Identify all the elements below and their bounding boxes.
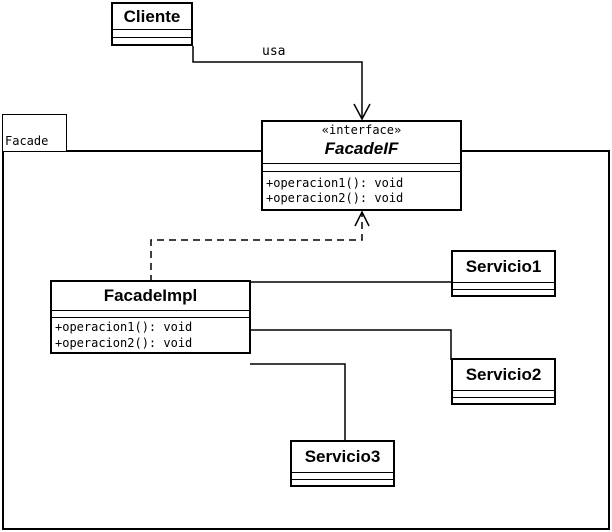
class-divider xyxy=(453,390,554,391)
class-divider xyxy=(52,317,249,318)
class-name: Servicio2 xyxy=(465,365,542,384)
operation: +operacion1(): void xyxy=(266,176,404,190)
stereotype-label: «interface» xyxy=(321,123,402,137)
class-servicio1: Servicio1 xyxy=(451,250,556,297)
package-tab: Facade xyxy=(2,114,67,151)
association-line xyxy=(192,46,363,119)
class-divider xyxy=(453,289,554,290)
interface-facadeif: «interface» FacadeIF +operacion1(): void… xyxy=(261,120,462,211)
class-divider xyxy=(453,397,554,398)
class-divider xyxy=(113,37,191,38)
operation: +operacion2(): void xyxy=(55,336,193,350)
association-label: usa xyxy=(262,44,286,59)
class-divider xyxy=(292,472,393,473)
class-name: Cliente xyxy=(123,7,181,26)
class-divider xyxy=(113,29,191,30)
realization-line xyxy=(150,212,363,282)
package-name: Facade xyxy=(5,134,49,148)
class-servicio2: Servicio2 xyxy=(451,358,556,405)
association-arrowhead xyxy=(353,103,371,121)
class-divider xyxy=(292,479,393,480)
class-servicio3: Servicio3 xyxy=(290,440,395,487)
class-cliente: Cliente xyxy=(111,2,193,46)
class-name: Servicio3 xyxy=(304,447,381,466)
realization-arrowhead xyxy=(354,210,370,227)
class-divider xyxy=(453,282,554,283)
interface-name: FacadeIF xyxy=(324,139,399,158)
class-divider xyxy=(52,310,249,311)
class-divider xyxy=(263,163,460,164)
link-servicio2 xyxy=(250,329,452,360)
class-name: Servicio1 xyxy=(465,257,542,276)
class-divider xyxy=(263,171,460,172)
class-facadeimpl: FacadeImpl +operacion1(): void +operacio… xyxy=(50,280,251,354)
class-name: FacadeImpl xyxy=(103,286,198,305)
operation: +operacion2(): void xyxy=(266,191,404,205)
operation: +operacion1(): void xyxy=(55,320,193,334)
link-servicio3 xyxy=(250,363,346,440)
